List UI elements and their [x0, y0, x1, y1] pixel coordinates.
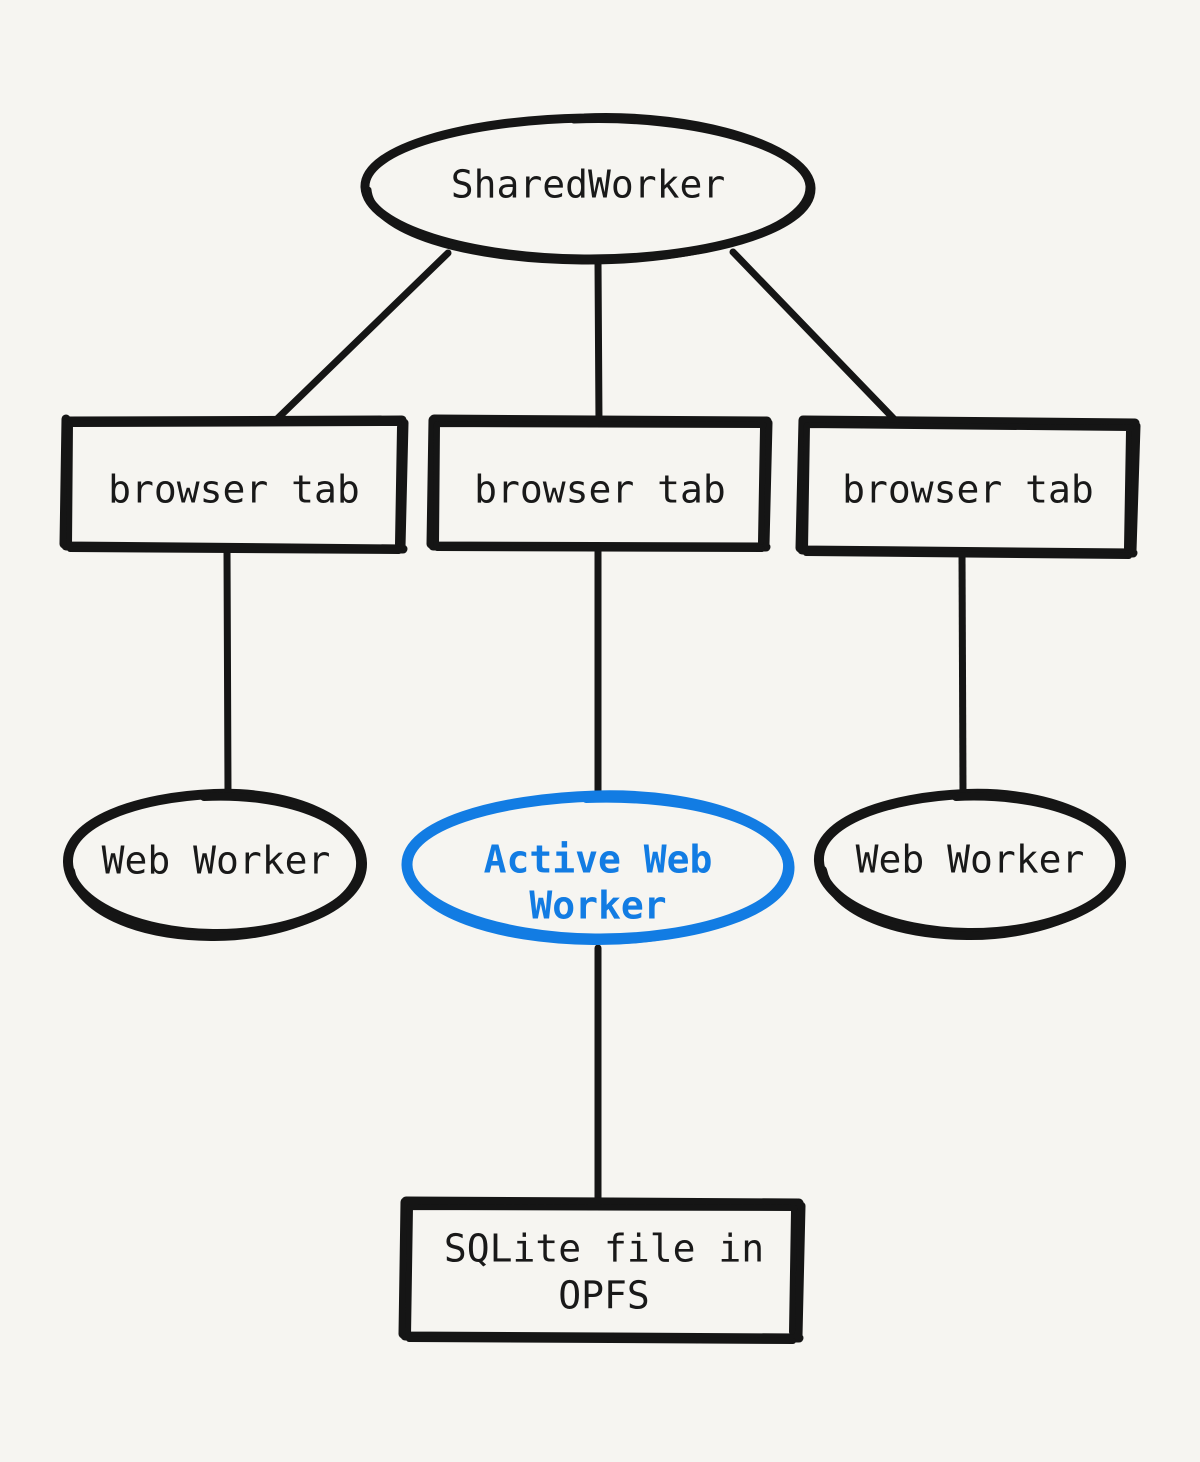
tab-left-box-outline-pass2	[66, 420, 403, 554]
sqlite-box-outline-pass2	[405, 1204, 798, 1344]
worker-right-ellipse-fill	[819, 794, 1121, 933]
tab-right-box-outline	[795, 415, 1141, 558]
tab-center-box-fill	[432, 420, 768, 548]
tab-right-box-outline-pass2	[802, 422, 1134, 559]
worker-left-ellipse-fill	[68, 794, 362, 934]
sqlite-box-outline	[398, 1196, 806, 1343]
tab-center-box-outline-pass2	[433, 421, 767, 552]
shared-worker-ellipse-outline-pass2	[364, 115, 813, 265]
tab-right-box-fill	[800, 421, 1136, 553]
worker-center-label-line2: Worker	[529, 884, 666, 928]
node-worker-right[interactable]: Web Worker	[814, 788, 1127, 941]
worker-center-label-line1: Active Web	[484, 838, 713, 882]
tab-left-label: browser tab	[108, 468, 360, 512]
tab-center-label: browser tab	[474, 468, 726, 512]
edge-sharedworker-to-tab-right	[729, 248, 899, 424]
edge-group	[223, 248, 967, 1206]
worker-right-label: Web Worker	[856, 838, 1085, 882]
sqlite-label-line1: SQLite file in	[444, 1227, 764, 1271]
edge-sharedworker-to-tab-left	[272, 249, 452, 424]
worker-left-label: Web Worker	[102, 839, 331, 883]
node-tab-right[interactable]: browser tab	[795, 415, 1141, 559]
node-tab-center[interactable]: browser tab	[426, 414, 773, 552]
tab-left-box-fill	[64, 420, 404, 549]
edge-tab-left-to-worker-left	[223, 547, 232, 797]
edge-sharedworker-to-tab-center	[594, 258, 603, 428]
node-shared-worker[interactable]: SharedWorker	[360, 113, 816, 265]
worker-left-ellipse-outline-pass2	[67, 792, 365, 942]
node-tab-left[interactable]: browser tab	[59, 414, 409, 554]
sqlite-label-line2: OPFS	[558, 1274, 650, 1318]
shared-worker-ellipse-fill	[366, 116, 812, 259]
shared-worker-label: SharedWorker	[451, 163, 726, 207]
tab-left-box-outline	[59, 414, 409, 554]
node-worker-left[interactable]: Web Worker	[62, 788, 368, 942]
edge-tab-right-to-worker-right	[958, 549, 967, 797]
worker-right-ellipse-outline-pass2	[819, 792, 1124, 941]
tab-right-label: browser tab	[842, 468, 1094, 512]
sqlite-box-fill	[404, 1201, 800, 1339]
worker-center-ellipse-outline-pass2	[406, 794, 792, 946]
node-sqlite-file[interactable]: SQLite file in OPFS	[398, 1196, 806, 1344]
worker-center-ellipse-fill	[406, 796, 789, 939]
tab-center-box-outline	[426, 414, 773, 552]
node-worker-center-active[interactable]: Active Web Worker	[401, 790, 795, 946]
